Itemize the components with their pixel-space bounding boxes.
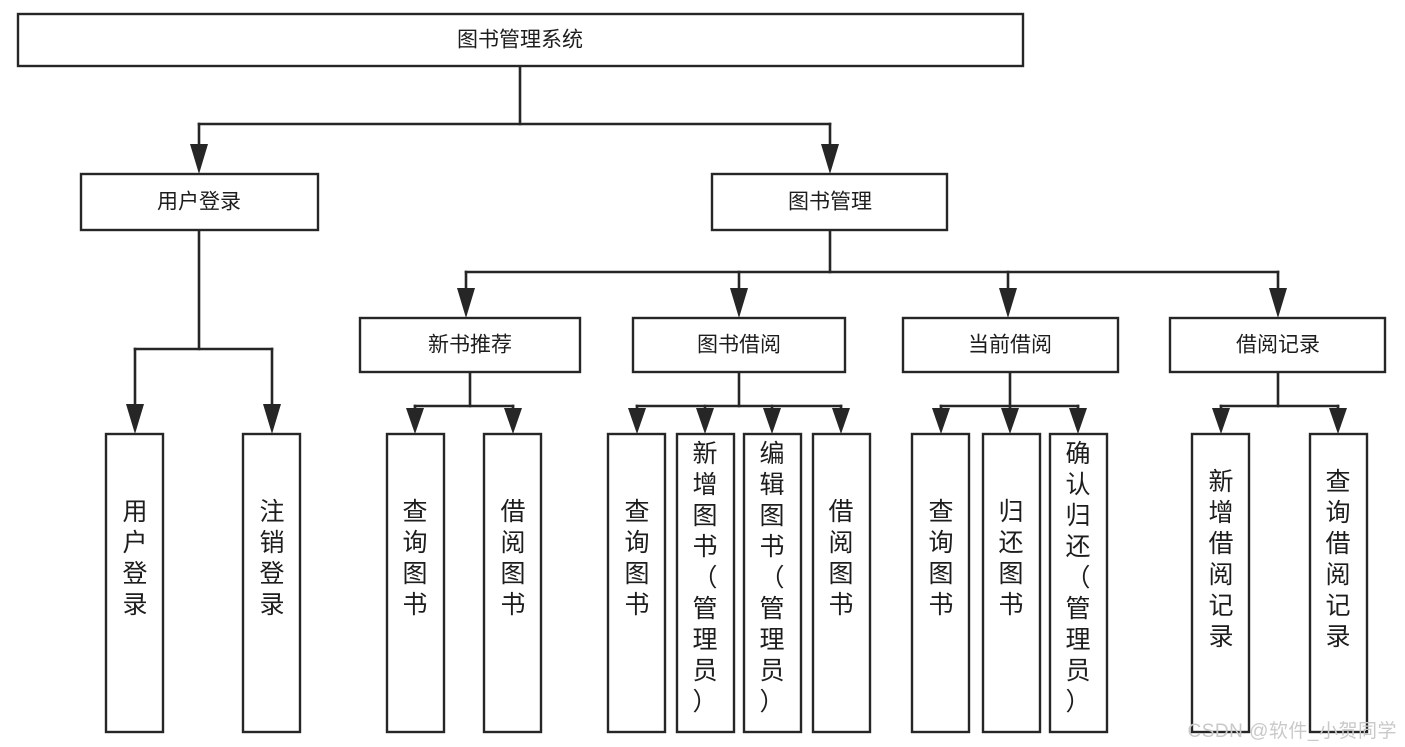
node-leaf-edit-book-label: 编辑图书（管理员） (759, 440, 784, 716)
node-book-borrow-box[interactable] (631, 316, 847, 374)
node-leaf-borrow-book-1-label: 借阅图书 (500, 498, 525, 619)
node-user-login[interactable]: 用户登录 (79, 172, 320, 232)
node-user-login-box[interactable] (79, 172, 320, 232)
node-new-book-rec-label: 新书推荐 (428, 334, 512, 357)
node-leaf-edit-book-box[interactable] (742, 432, 803, 734)
node-leaf-user-login[interactable]: 用户登录 (104, 432, 165, 734)
node-leaf-borrow-book-1-box[interactable] (482, 432, 543, 734)
arrow-head-leaf-user-logout (263, 404, 281, 434)
node-leaf-query-book-3[interactable]: 查询图书 (910, 432, 971, 734)
node-book-borrow[interactable]: 图书借阅 (631, 316, 847, 374)
node-borrow-record-box[interactable] (1168, 316, 1387, 374)
arrow-head-leaf-add-record (1212, 408, 1230, 434)
arrow-head-leaf-user-login (126, 404, 144, 434)
node-leaf-borrow-book-2-box[interactable] (811, 432, 872, 734)
arrow-head-leaf-borrow-book-2 (832, 408, 850, 434)
node-leaf-add-book-label: 新增图书（管理员） (692, 440, 717, 716)
node-leaf-return-book-label: 归还图书 (998, 498, 1023, 619)
node-leaf-query-record[interactable]: 查询借阅记录 (1308, 432, 1369, 734)
arrow-head-borrow-record (1269, 288, 1287, 318)
node-leaf-user-login-box[interactable] (104, 432, 165, 734)
node-leaf-return-book-box[interactable] (981, 432, 1042, 734)
node-leaf-borrow-book-1[interactable]: 借阅图书 (482, 432, 543, 734)
arrow-head-leaf-return-book (1001, 408, 1019, 434)
node-leaf-add-record[interactable]: 新增借阅记录 (1190, 432, 1251, 734)
arrow-head-leaf-add-book (696, 408, 714, 434)
node-leaf-confirm-return-label: 确认归还（管理员） (1065, 440, 1090, 716)
node-current-borrow-label: 当前借阅 (968, 334, 1052, 357)
node-root[interactable]: 图书管理系统 (16, 12, 1025, 68)
connector-layer (126, 64, 1347, 434)
node-leaf-add-book[interactable]: 新增图书（管理员） (675, 432, 736, 734)
arrow-head-leaf-query-record (1329, 408, 1347, 434)
node-leaf-query-book-2-box[interactable] (606, 432, 667, 734)
arrow-head-current-borrow (999, 288, 1017, 318)
node-new-book-rec[interactable]: 新书推荐 (358, 316, 582, 374)
node-borrow-record[interactable]: 借阅记录 (1168, 316, 1387, 374)
arrow-head-leaf-confirm-return (1069, 408, 1087, 434)
arrow-head-leaf-query-book-2 (628, 408, 646, 434)
node-leaf-query-book-3-label: 查询图书 (928, 498, 953, 619)
arrow-head-book-borrow (730, 288, 748, 318)
node-book-manage[interactable]: 图书管理 (710, 172, 949, 232)
node-root-label: 图书管理系统 (457, 29, 583, 52)
node-leaf-borrow-book-2-label: 借阅图书 (828, 498, 853, 619)
node-leaf-add-record-box[interactable] (1190, 432, 1251, 734)
csdn-watermark: CSDN @软件_小贺同学 (1187, 721, 1397, 742)
node-current-borrow[interactable]: 当前借阅 (901, 316, 1120, 374)
node-leaf-return-book[interactable]: 归还图书 (981, 432, 1042, 734)
node-user-login-label: 用户登录 (157, 191, 241, 214)
node-leaf-user-logout-label: 注销登录 (259, 498, 284, 619)
node-leaf-user-logout[interactable]: 注销登录 (241, 432, 302, 734)
arrow-head-leaf-query-book-1 (406, 408, 424, 434)
arrow-head-book-manage (821, 144, 839, 174)
node-leaf-add-book-box[interactable] (675, 432, 736, 734)
node-leaf-query-book-2-label: 查询图书 (624, 498, 649, 619)
node-leaf-query-book-1-label: 查询图书 (402, 498, 427, 619)
node-leaf-borrow-book-2[interactable]: 借阅图书 (811, 432, 872, 734)
node-leaf-add-record-label: 新增借阅记录 (1208, 468, 1233, 651)
arrow-head-leaf-borrow-book-1 (504, 408, 522, 434)
node-leaf-confirm-return[interactable]: 确认归还（管理员） (1048, 432, 1109, 734)
node-borrow-record-label: 借阅记录 (1236, 334, 1320, 357)
node-leaf-query-book-1-box[interactable] (385, 432, 446, 734)
node-leaf-query-book-1[interactable]: 查询图书 (385, 432, 446, 734)
node-leaf-user-login-label: 用户登录 (122, 498, 147, 619)
arrow-head-new-book-rec (457, 288, 475, 318)
node-current-borrow-box[interactable] (901, 316, 1120, 374)
node-leaf-confirm-return-box[interactable] (1048, 432, 1109, 734)
node-leaf-query-record-box[interactable] (1308, 432, 1369, 734)
node-leaf-query-book-3-box[interactable] (910, 432, 971, 734)
arrow-head-user-login (190, 144, 208, 174)
arrow-head-leaf-edit-book (763, 408, 781, 434)
node-leaf-edit-book[interactable]: 编辑图书（管理员） (742, 432, 803, 734)
node-root-box[interactable] (16, 12, 1025, 68)
node-leaf-query-record-label: 查询借阅记录 (1325, 468, 1350, 651)
arrow-head-leaf-query-book-3 (932, 408, 950, 434)
node-book-borrow-label: 图书借阅 (697, 334, 781, 357)
node-book-manage-box[interactable] (710, 172, 949, 232)
node-book-manage-label: 图书管理 (788, 191, 872, 214)
node-leaf-user-logout-box[interactable] (241, 432, 302, 734)
node-new-book-rec-box[interactable] (358, 316, 582, 374)
node-leaf-query-book-2[interactable]: 查询图书 (606, 432, 667, 734)
